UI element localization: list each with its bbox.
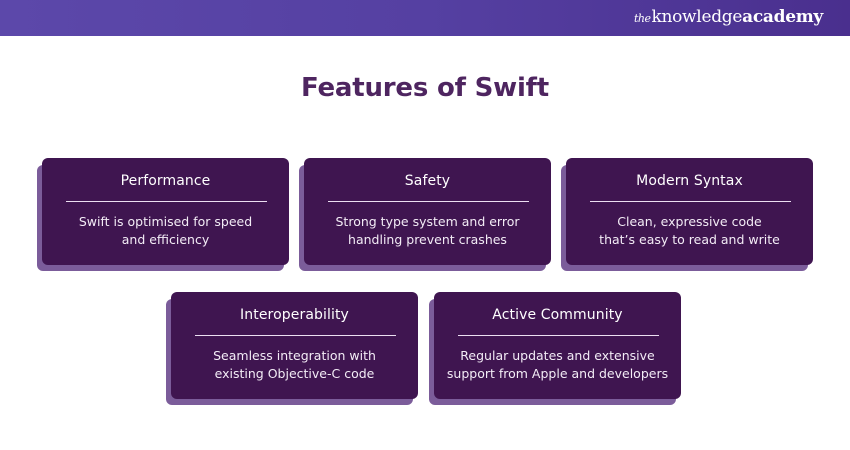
card-divider xyxy=(328,201,529,202)
feature-card-performance: Performance Swift is optimised for speed… xyxy=(37,158,289,271)
card-panel: Modern Syntax Clean, expressive code tha… xyxy=(566,158,813,265)
card-description: Regular updates and extensive support fr… xyxy=(440,347,675,383)
brand-logo-mid: knowledge xyxy=(651,7,743,27)
card-divider xyxy=(590,201,791,202)
card-description-line: and efficiency xyxy=(121,232,210,247)
feature-card-interoperability: Interoperability Seamless integration wi… xyxy=(166,292,418,405)
card-description-line: Seamless integration with xyxy=(213,348,376,363)
card-description: Seamless integration with existing Objec… xyxy=(177,347,412,383)
card-description-line: Regular updates and extensive xyxy=(460,348,655,363)
card-panel: Active Community Regular updates and ext… xyxy=(434,292,681,399)
card-divider xyxy=(195,335,396,336)
page-title: Features of Swift xyxy=(300,73,550,103)
card-panel: Interoperability Seamless integration wi… xyxy=(171,292,418,399)
card-description-line: existing Objective-C code xyxy=(214,366,375,381)
feature-card-active-community: Active Community Regular updates and ext… xyxy=(429,292,681,405)
brand-logo: theknowledgeacademy xyxy=(634,7,823,27)
card-description: Strong type system and error handling pr… xyxy=(310,213,545,249)
card-description-line: Clean, expressive code xyxy=(617,214,762,229)
card-title: Interoperability xyxy=(240,307,349,323)
card-title: Safety xyxy=(404,173,451,189)
card-description-line: support from Apple and developers xyxy=(446,366,669,381)
card-divider xyxy=(458,335,659,336)
card-description-line: that’s easy to read and write xyxy=(599,232,780,247)
card-description: Swift is optimised for speed and efficie… xyxy=(48,213,283,249)
brand-logo-suffix: academy xyxy=(742,7,823,27)
card-description-line: Swift is optimised for speed xyxy=(78,214,253,229)
card-description-line: handling prevent crashes xyxy=(348,232,507,247)
card-divider xyxy=(66,201,267,202)
feature-card-modern-syntax: Modern Syntax Clean, expressive code tha… xyxy=(561,158,813,271)
card-title: Performance xyxy=(120,173,211,189)
card-panel: Safety Strong type system and error hand… xyxy=(304,158,551,265)
header-banner: theknowledgeacademy xyxy=(0,0,850,36)
card-title: Active Community xyxy=(492,307,623,323)
feature-card-safety: Safety Strong type system and error hand… xyxy=(299,158,551,271)
card-description-line: Strong type system and error xyxy=(335,214,520,229)
card-title: Modern Syntax xyxy=(636,173,743,189)
brand-logo-prefix: the xyxy=(633,12,651,25)
card-panel: Performance Swift is optimised for speed… xyxy=(42,158,289,265)
card-description: Clean, expressive code that’s easy to re… xyxy=(572,213,807,249)
